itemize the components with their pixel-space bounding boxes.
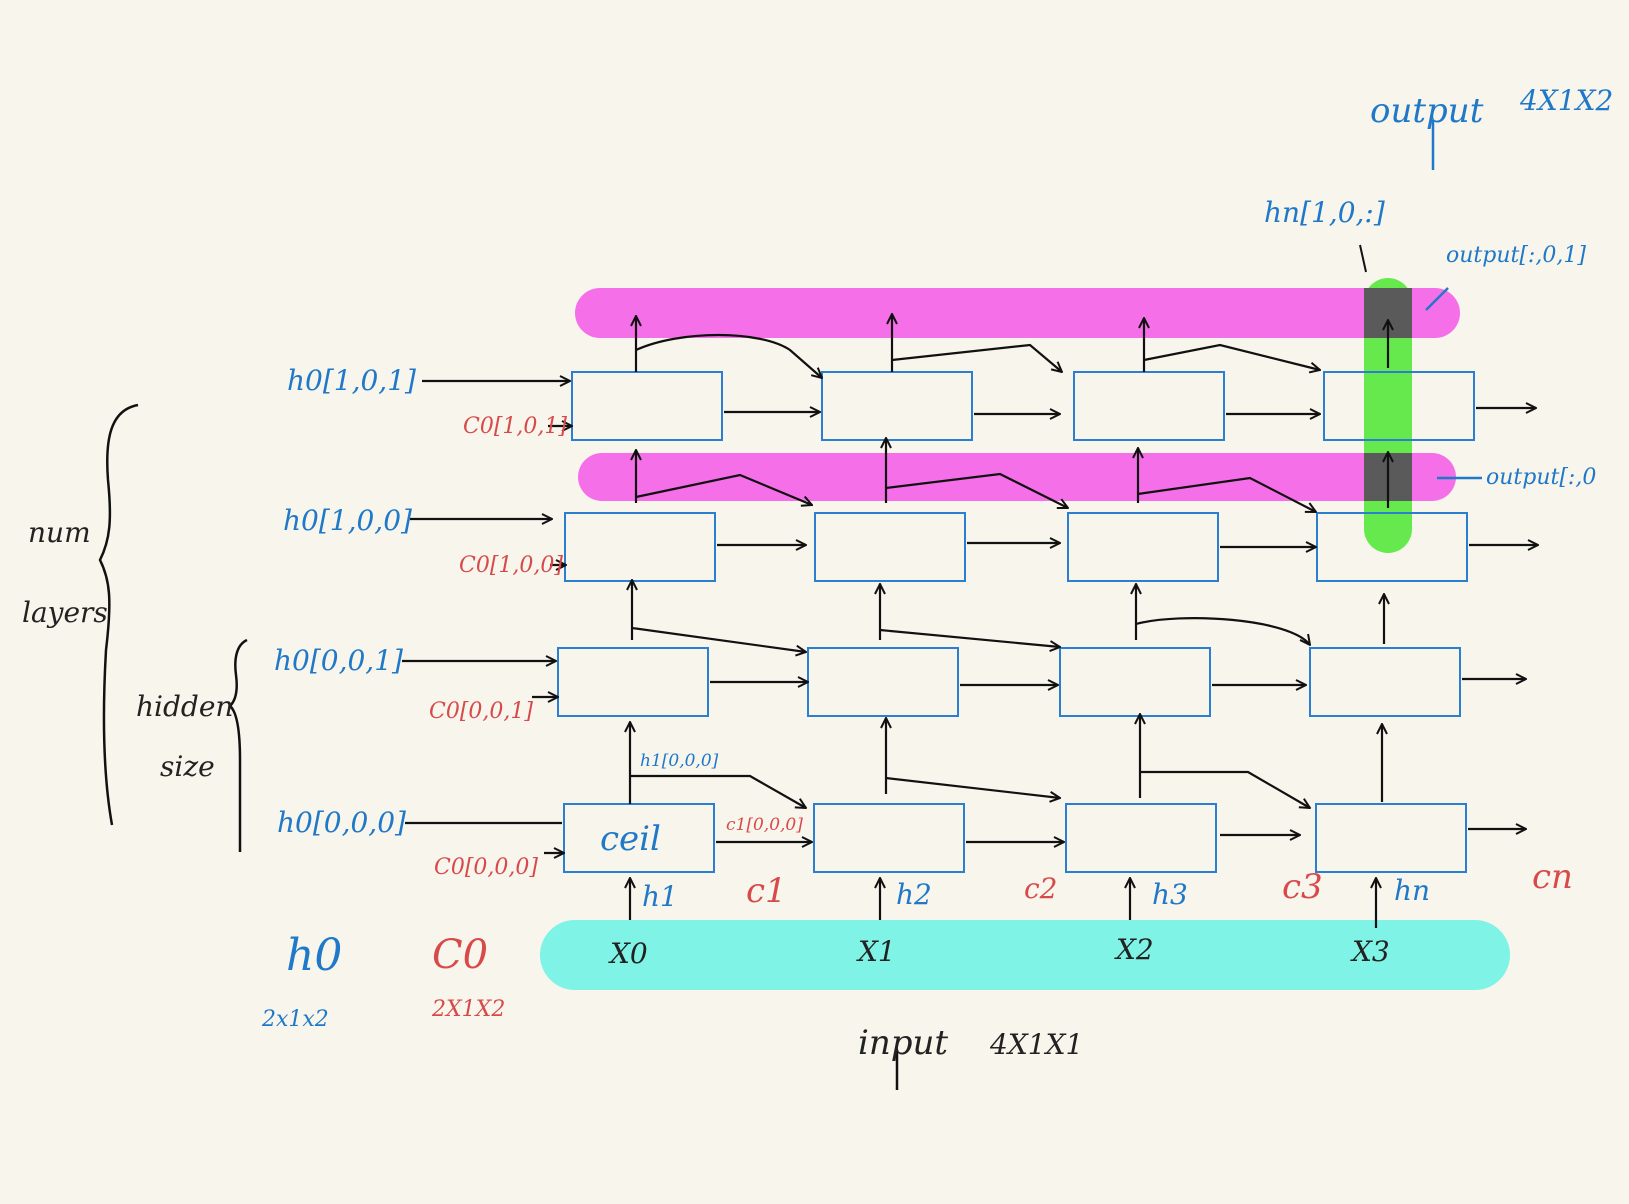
num-layers-label-2: layers [22,596,108,629]
c0-l0-u1-label: C0[0,0,1] [429,699,533,724]
cell-r3-c2 [1067,512,1219,582]
cell-r2-c1 [807,647,959,717]
c-label-3: c3 [1282,867,1323,907]
x-label-2: X2 [1114,933,1154,966]
h0-l0-u1-label: h0[0,0,1] [274,644,403,677]
c-label-2: c2 [1024,872,1058,905]
hidden-state-arrows [630,333,1320,808]
hidden-size-brace [228,638,248,852]
output-title: output [1370,91,1484,131]
input-band [540,920,1510,990]
horizontal-arrows [402,381,1538,853]
h-label-1: h1 [642,880,678,913]
num-layers-label-1: num [28,516,91,549]
cell-r2-c0 [557,647,709,717]
h-label-3: h3 [1152,878,1188,911]
output-band-middle [578,453,1456,501]
cell-r2-c3 [1309,647,1461,717]
num-layers-brace [98,403,139,826]
output-shape: 4X1X2 [1519,84,1613,117]
output-slice-1-pointer [1425,287,1449,311]
h-label-2: h2 [896,878,932,911]
c1-slice-label: c1[0,0,0] [726,815,803,835]
cell-r4-c1 [821,371,973,441]
hidden-size-label-2: size [160,750,215,783]
c-label-1: c1 [746,871,787,911]
h-label-n: hn [1394,874,1430,907]
c0-shape-label: 2X1X2 [431,997,505,1022]
x-label-3: X3 [1350,935,1390,968]
cell-r3-c1 [814,512,966,582]
h0-l1-u0-label: h0[1,0,0] [283,504,412,537]
cell-r1-c0 [563,803,715,873]
h1-slice-label: h1[0,0,0] [640,751,719,771]
hn-slice-label: hn[1,0,:] [1264,196,1385,229]
cell-text: ceil [600,819,661,859]
hidden-size-label-1: hidden [136,690,233,723]
vertical-arrows [630,314,1388,928]
cell-r2-c2 [1059,647,1211,717]
cell-r1-c2 [1065,803,1217,873]
c-label-n: cn [1532,857,1573,897]
cell-r1-c1 [813,803,965,873]
h0-l0-u0-label: h0[0,0,0] [277,806,406,839]
x-label-0: X0 [608,937,648,970]
h0-l1-u1-label: h0[1,0,1] [287,364,416,397]
c0-label: C0 [432,932,488,978]
output-band-top [575,288,1460,338]
x-label-1: X1 [856,935,896,968]
cell-r3-c3 [1316,512,1468,582]
cell-r1-c3 [1315,803,1467,873]
cell-r4-c2 [1073,371,1225,441]
h0-label: h0 [286,930,342,981]
c0-l0-u0-label: C0[0,0,0] [434,855,538,880]
c0-l1-u1-label: C0[1,0,1] [463,414,567,439]
cell-r4-c3 [1323,371,1475,441]
cell-grid [557,371,1475,873]
c0-l1-u0-label: C0[1,0,0] [459,553,563,578]
h0-shape-label: 2x1x2 [261,1007,329,1032]
input-shape: 4X1X1 [989,1028,1083,1061]
cell-r4-c0 [571,371,723,441]
hn-pointer [1359,244,1367,273]
cell-r3-c0 [564,512,716,582]
output-slice-0-label: output[:,0 [1486,465,1596,490]
input-title: input [858,1023,948,1063]
output-slice-1-label: output[:,0,1] [1446,243,1586,268]
